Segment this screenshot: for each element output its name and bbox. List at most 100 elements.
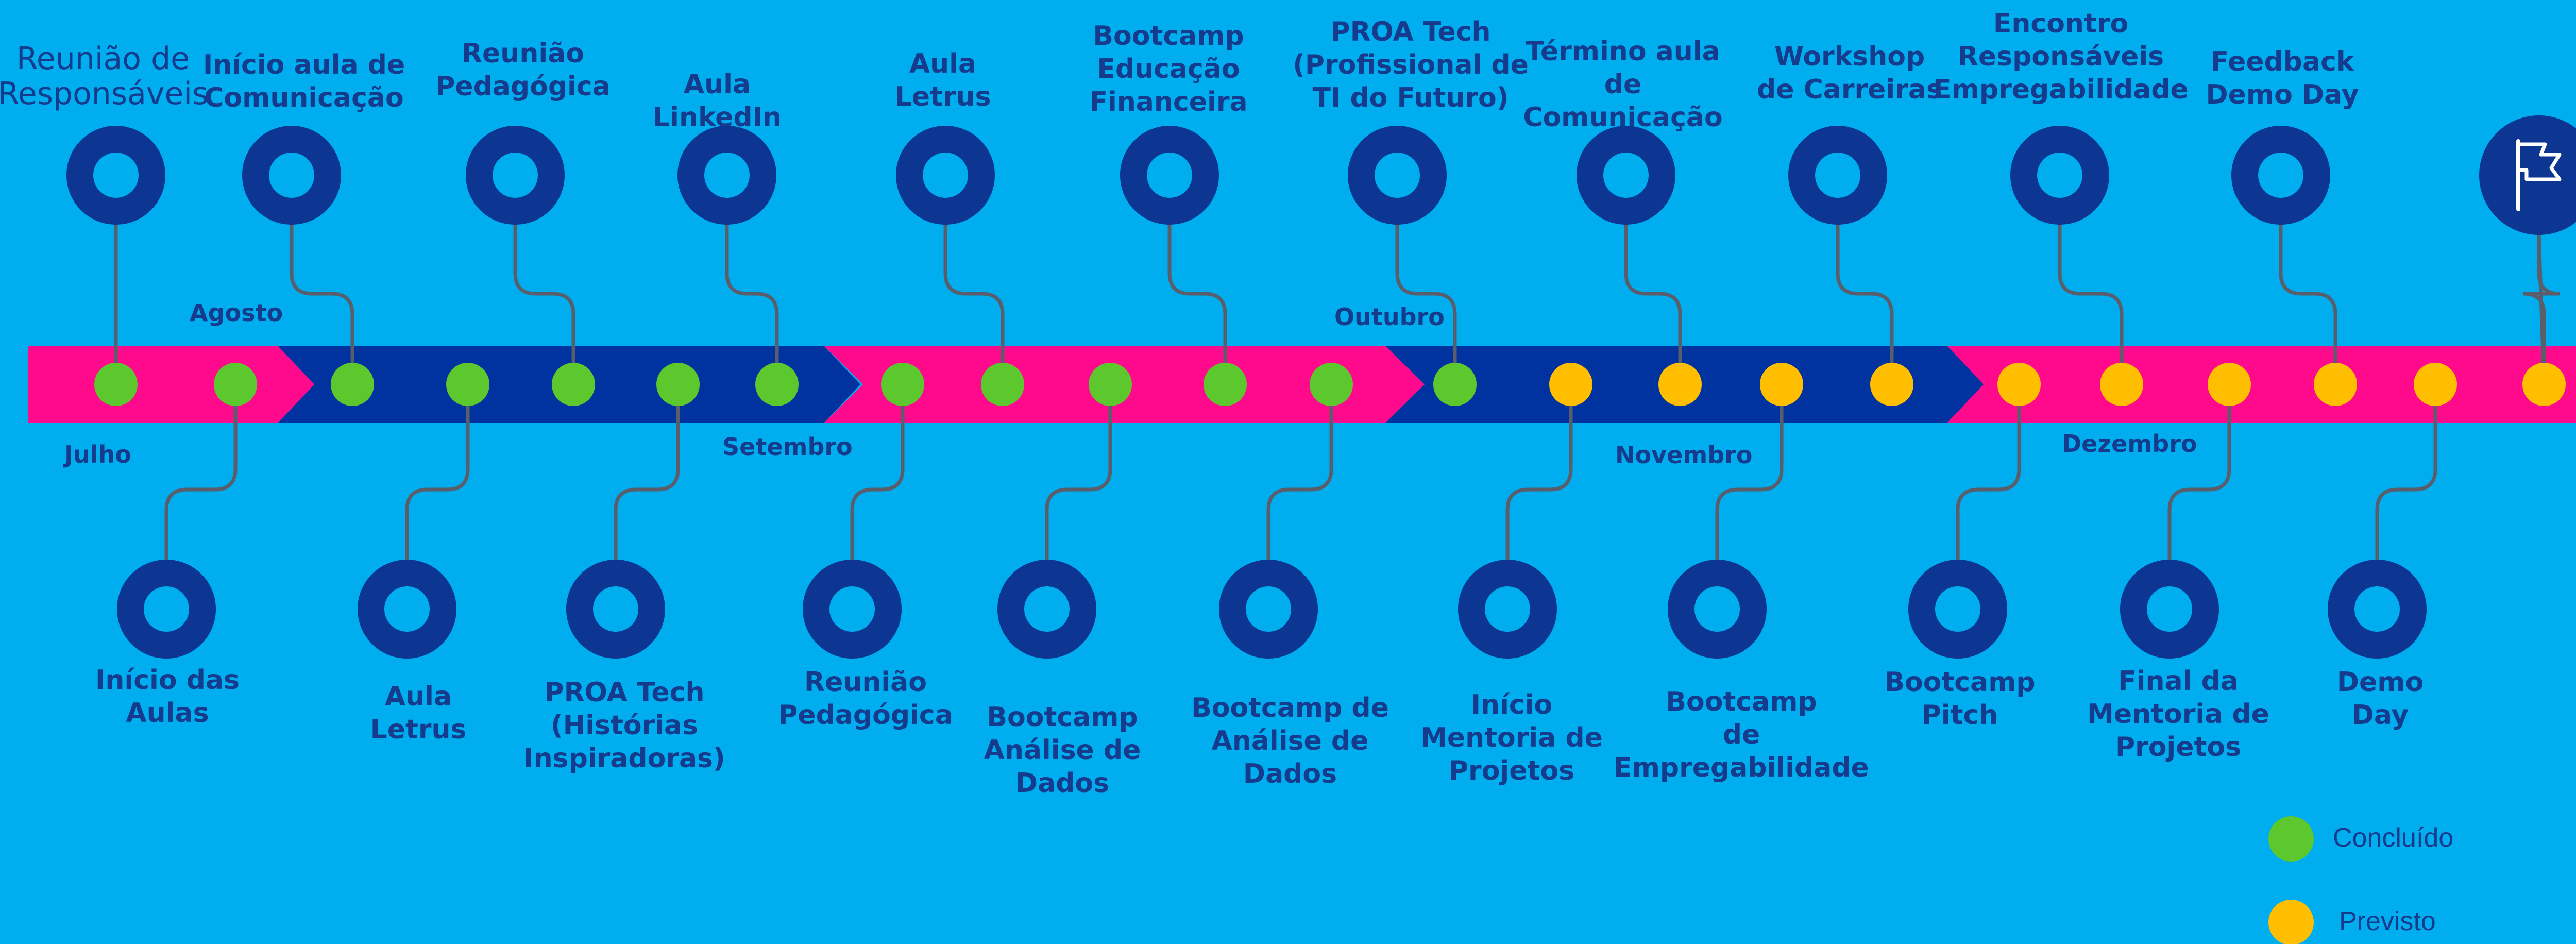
timeline-dot — [1870, 363, 1913, 406]
connector-line — [513, 211, 575, 384]
event-label-bottom: Bootcamp Análise de Dados — [984, 702, 1141, 799]
event-label-top: Workshop de Carreiras — [1757, 41, 1942, 105]
event-label-top: Bootcamp Educação Financeira — [1089, 21, 1248, 117]
timeline-dot — [2100, 363, 2143, 406]
event-marker-hole — [1024, 586, 1070, 632]
connector-line — [2279, 211, 2337, 384]
timeline-dot — [331, 363, 374, 406]
event-marker-hole — [269, 153, 314, 198]
month-label: Julho — [64, 441, 131, 468]
event-label-bottom: Início das Aulas — [95, 665, 240, 729]
connector-line — [405, 384, 470, 573]
event-label-bottom: Demo Day — [2336, 667, 2424, 731]
timeline-dots — [94, 363, 2566, 406]
event-marker-hole — [1485, 586, 1530, 632]
event-label-bottom: Bootcamp de Empregabilidade — [1614, 686, 1869, 783]
month-label: Dezembro — [2062, 430, 2197, 458]
connector-line — [725, 211, 779, 384]
timeline-dot — [2522, 363, 2566, 406]
connector-line — [1505, 384, 1573, 573]
connector-line — [850, 384, 905, 573]
flag-cloth — [2516, 142, 2562, 181]
connector-line — [614, 384, 680, 573]
legend-label: Previsto — [2339, 906, 2436, 936]
event-marker-hole — [1935, 586, 1980, 632]
band-segment — [28, 346, 314, 423]
timeline-dot — [1658, 363, 1702, 406]
event-label-top: Encontro Responsáveis Empregabilidade — [1933, 8, 2189, 105]
event-marker-hole — [1147, 153, 1192, 198]
event-label-top: Aula Letrus — [894, 48, 991, 112]
connector-line — [290, 211, 354, 384]
connector-line — [1045, 384, 1112, 573]
band-segment — [1947, 346, 2576, 423]
event-marker-hole — [384, 586, 430, 632]
event-label-bottom: Final da Mentoria de Projetos — [2087, 666, 2269, 763]
connector-line — [2537, 234, 2546, 385]
timeline-dot — [1089, 363, 1132, 406]
timeline-dot — [1760, 363, 1803, 406]
timeline-dot — [2414, 363, 2457, 406]
legend-label: Concluído — [2333, 823, 2454, 853]
month-label: Novembro — [1615, 441, 1753, 469]
flag-icon — [2516, 139, 2562, 211]
event-marker-hole — [829, 586, 875, 632]
event-marker-hole — [1375, 153, 1420, 198]
event-markers — [66, 115, 2576, 659]
connector-line — [2375, 384, 2437, 573]
timeline-dot — [552, 363, 595, 406]
legend-dot — [2268, 900, 2314, 944]
timeline-dot — [656, 363, 700, 406]
event-marker-hole — [1694, 586, 1740, 632]
event-marker-hole — [593, 586, 638, 632]
event-label-top: Aula LinkedIn — [652, 69, 782, 133]
connector-line — [1167, 211, 1227, 384]
event-marker-hole — [2258, 153, 2303, 198]
legend-dot — [2268, 816, 2314, 862]
connector-line — [2058, 211, 2124, 384]
timeline-dot — [446, 363, 489, 406]
connector-line — [164, 384, 238, 573]
event-marker-hole — [1603, 153, 1649, 198]
event-label-bottom: Aula Letrus — [370, 681, 467, 745]
event-label-top: PROA Tech (Profissional de TI do Futuro) — [1293, 16, 1529, 113]
event-label-bottom: Bootcamp Pitch — [1884, 667, 2036, 731]
connector-line — [2167, 384, 2231, 573]
event-label-top: Feedback Demo Day — [2206, 46, 2359, 110]
event-marker-hole — [144, 586, 189, 632]
event-label-top: Reunião de Responsáveis — [0, 41, 209, 112]
event-label-top: Reunião Pedagógica — [435, 38, 611, 102]
timeline-dot — [94, 363, 138, 406]
month-label: Setembro — [722, 433, 853, 461]
event-marker-hole — [493, 153, 538, 198]
connector-line — [1836, 211, 1894, 384]
month-label: Agosto — [190, 299, 283, 327]
timeline-dot — [1997, 363, 2041, 406]
connector-line — [943, 211, 1005, 384]
connector-line — [1624, 211, 1682, 384]
timeline-dot — [2314, 363, 2357, 406]
event-label-bottom: Início Mentoria de Projetos — [1420, 689, 1603, 786]
event-label-bottom: Reunião Pedagógica — [778, 667, 953, 731]
event-marker-hole — [1815, 153, 1860, 198]
connector-line — [1266, 384, 1333, 573]
connector-line — [1715, 384, 1784, 573]
connector-line — [1956, 384, 2021, 573]
event-label-top: Término aula de Comunicação — [1523, 36, 1723, 133]
event-marker-hole — [93, 153, 139, 198]
timeline-dot — [981, 363, 1024, 406]
event-marker-hole — [2354, 586, 2400, 632]
timeline-dot — [1549, 363, 1592, 406]
month-label: Outubro — [1334, 303, 1445, 331]
event-label-top: Início aula de Comunicação — [202, 49, 405, 113]
legend-markers — [2268, 816, 2314, 944]
connector-line — [1395, 211, 1457, 384]
event-marker-hole — [2037, 153, 2082, 198]
timeline-dot — [1433, 363, 1477, 406]
event-marker-hole — [2147, 586, 2192, 632]
timeline-dot — [881, 363, 924, 406]
timeline-band — [28, 346, 2576, 423]
event-label-bottom: PROA Tech (Histórias Inspiradoras) — [523, 677, 725, 774]
event-marker-hole — [923, 153, 968, 198]
